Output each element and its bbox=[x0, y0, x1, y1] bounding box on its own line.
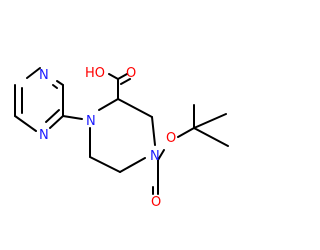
bond bbox=[49, 115, 64, 129]
atom-label-n-pyrimidine-bottom: N bbox=[39, 128, 49, 143]
atom-label-n-pyrimidine-top: N bbox=[39, 68, 49, 83]
atom-label-ester-oxygen: O bbox=[166, 131, 176, 146]
bond bbox=[14, 115, 37, 132]
bond bbox=[26, 67, 41, 79]
bond bbox=[151, 116, 156, 146]
atom-label-boc-carbonyl-oxygen: O bbox=[151, 195, 161, 210]
bond bbox=[89, 156, 121, 173]
bond bbox=[193, 127, 229, 147]
bond bbox=[193, 113, 227, 129]
atom-label-acid-carbonyl-oxygen: O bbox=[126, 66, 136, 81]
bond bbox=[108, 73, 119, 80]
carboxylic-acid-group bbox=[108, 73, 131, 100]
bond bbox=[117, 98, 153, 118]
atom-label-n1-piperazine: N bbox=[86, 114, 96, 129]
bond bbox=[117, 73, 128, 80]
piperazine-ring bbox=[89, 98, 156, 173]
atom-label-n4-piperazine: N bbox=[150, 149, 160, 164]
bond bbox=[98, 98, 119, 111]
bond bbox=[119, 157, 146, 173]
pyrimidine-ring bbox=[14, 67, 83, 132]
bond bbox=[157, 149, 165, 161]
boc-group bbox=[152, 104, 229, 195]
bond bbox=[56, 80, 64, 86]
structure-svg: N N N N HO O O O bbox=[14, 66, 229, 210]
bond bbox=[177, 127, 195, 138]
bond bbox=[52, 84, 58, 89]
molecule-diagram: N N N N HO O O O bbox=[14, 66, 229, 210]
bond bbox=[120, 78, 131, 85]
bond bbox=[62, 115, 83, 120]
atom-label-hydroxyl: HO bbox=[85, 66, 105, 81]
bond bbox=[45, 109, 60, 123]
